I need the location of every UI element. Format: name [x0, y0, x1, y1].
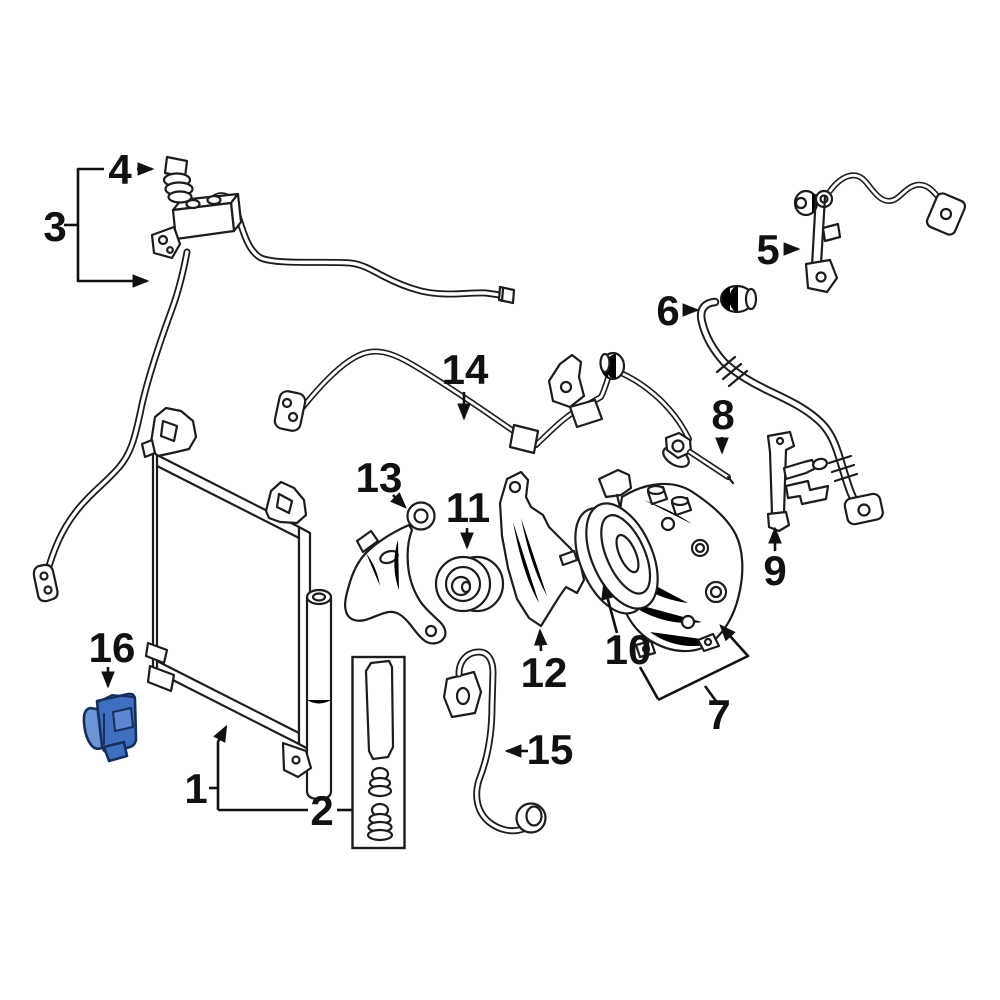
valve-bracket	[150, 225, 182, 260]
hose-flange	[843, 492, 884, 526]
condenser-bracket-top-right	[264, 480, 308, 525]
kit-cushion-upper	[367, 766, 393, 798]
pipe-end-fitting	[497, 285, 516, 305]
hose-round-fitting	[515, 802, 547, 834]
callout-3-label: 3	[43, 203, 66, 250]
part-12-cover-bracket	[498, 470, 586, 628]
part-7-compressor	[574, 468, 744, 659]
part-16-pressure-sensor	[82, 692, 138, 763]
part-4-valve-cap	[162, 155, 194, 204]
callout-5-label: 5	[756, 226, 779, 273]
part-3-liquid-pipe	[32, 192, 516, 603]
part-10-clutch	[574, 502, 659, 615]
hose-end-fitting	[719, 284, 758, 314]
callout-15-label: 15	[527, 726, 574, 773]
callout-8-label: 8	[711, 391, 734, 438]
ribbed-cap	[599, 351, 626, 381]
kit-cushion-lower	[366, 802, 394, 842]
callout-13-label: 13	[356, 454, 403, 501]
callout-6-label: 6	[656, 287, 679, 334]
tube-bracket	[547, 353, 586, 409]
leader-1	[213, 724, 228, 810]
part-6-suction-hose	[696, 284, 884, 526]
condenser-tabs-bottom-left	[144, 641, 176, 693]
leader-10	[601, 582, 619, 634]
callout-16-label: 16	[89, 624, 136, 671]
callout-7-label: 7	[707, 691, 730, 738]
callout-2-label: 2	[310, 787, 333, 834]
part-11-idler-pulley	[434, 555, 505, 613]
compressor-ports	[646, 484, 693, 517]
compressor-mount-lugs	[634, 632, 721, 659]
part-15-liquid-hose	[442, 648, 547, 835]
bracket-body	[804, 193, 842, 294]
callout-11-label: 11	[446, 484, 490, 531]
leader-12	[533, 628, 548, 652]
leader-10-join	[638, 666, 660, 700]
compressor-connector	[597, 468, 633, 509]
callout-1-label: 1	[184, 765, 207, 812]
leader-7-stub	[703, 685, 718, 702]
callout-4-label: 4	[108, 146, 132, 193]
callout-labels: 1 2 3 4 5 6 7 8 9 10 11 12 13 14 15 16	[43, 146, 786, 834]
condenser-bracket-bottom	[281, 741, 313, 779]
pipe-flange	[32, 563, 59, 603]
tube-junction-block	[568, 398, 604, 429]
part-1-condenser	[140, 406, 333, 801]
hose-block-fitting	[442, 670, 483, 719]
condenser-bracket-top-left	[140, 406, 198, 459]
part-5-pipe-bracket	[793, 172, 967, 294]
receiver-drier	[305, 588, 333, 801]
part-2-mount-kit	[351, 655, 406, 850]
part-8-bolt	[662, 431, 735, 485]
tube-clamp	[508, 423, 540, 455]
kit-box	[351, 655, 406, 850]
kit-seal-strip	[364, 659, 395, 761]
part-9-clamp-bracket	[766, 430, 830, 533]
pipe-flange-right	[925, 192, 967, 236]
part-13-bracket	[344, 501, 447, 645]
callout-12-label: 12	[521, 649, 568, 696]
leader-13	[389, 491, 407, 509]
part-14-ac-tube	[273, 348, 692, 455]
callout-9-label: 9	[763, 547, 786, 594]
leader-7	[657, 624, 750, 702]
pipe-union	[793, 189, 834, 217]
callout-leaders	[64, 162, 801, 812]
callout-10-label: 10	[605, 626, 652, 673]
hose-collar-ribs	[715, 355, 859, 483]
tube-flange	[273, 390, 307, 432]
callout-14-label: 14	[442, 346, 489, 393]
